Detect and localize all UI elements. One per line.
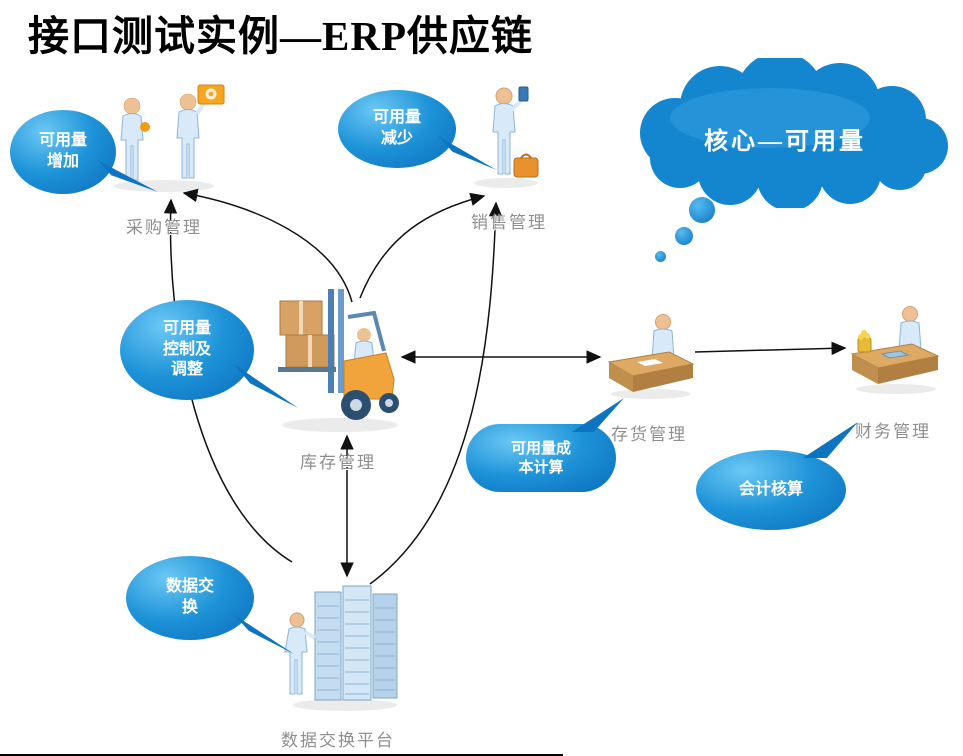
- callout-label: 可用量 控制及 调整: [162, 319, 211, 379]
- thought-dot-small: [655, 251, 666, 262]
- callout-data-exchange: 数据交 换: [126, 556, 294, 654]
- label-platform: 数据交换平台: [281, 731, 395, 750]
- cloud-label: 核心—可用量: [704, 129, 866, 155]
- label-stock: 存货管理: [611, 425, 687, 444]
- callout-availability-control: 可用量 控制及 调整: [120, 300, 298, 408]
- callout-label: 数据交 换: [165, 578, 214, 616]
- data-exchange-server-icon: [284, 585, 398, 711]
- callout-label: 可用量 减少: [372, 109, 421, 147]
- callout-availability-increase: 可用量 增加: [10, 110, 158, 194]
- thought-cloud: 核心—可用量: [615, 52, 955, 211]
- label-procurement: 采购管理: [126, 218, 202, 237]
- arrow-platform-to-procurement: [163, 198, 293, 563]
- callout-label: 会计核算: [738, 480, 803, 498]
- slide-edge-line: [0, 754, 563, 756]
- stock-desk-icon: [607, 314, 695, 399]
- arrow-inventory-to-sales: [359, 192, 486, 299]
- page-title: 接口测试实例—ERP供应链: [28, 13, 533, 59]
- callout-availability-cost: 可用量成 本计算: [466, 398, 624, 492]
- callout-label: 可用量 增加: [38, 132, 87, 170]
- label-finance: 财务管理: [855, 422, 931, 441]
- callout-accounting: 会计核算: [696, 422, 858, 530]
- label-inventory: 库存管理: [300, 453, 376, 472]
- arrow-inventory-to-procurement: [182, 188, 353, 303]
- arrow-platform-to-sales: [369, 201, 503, 585]
- arrow-stock-to-finance: [694, 341, 847, 356]
- label-sales: 销售管理: [471, 213, 547, 232]
- callout-availability-decrease: 可用量 减少: [338, 90, 496, 170]
- finance-desk-icon: [850, 306, 940, 394]
- forklift-icon: [278, 289, 399, 432]
- thought-dot-large: [689, 197, 715, 223]
- cloud-shape-icon: [640, 52, 948, 211]
- sales-figure-icon: [474, 86, 539, 188]
- thought-dot-medium: [675, 227, 693, 245]
- callout-label: 可用量成 本计算: [510, 439, 571, 477]
